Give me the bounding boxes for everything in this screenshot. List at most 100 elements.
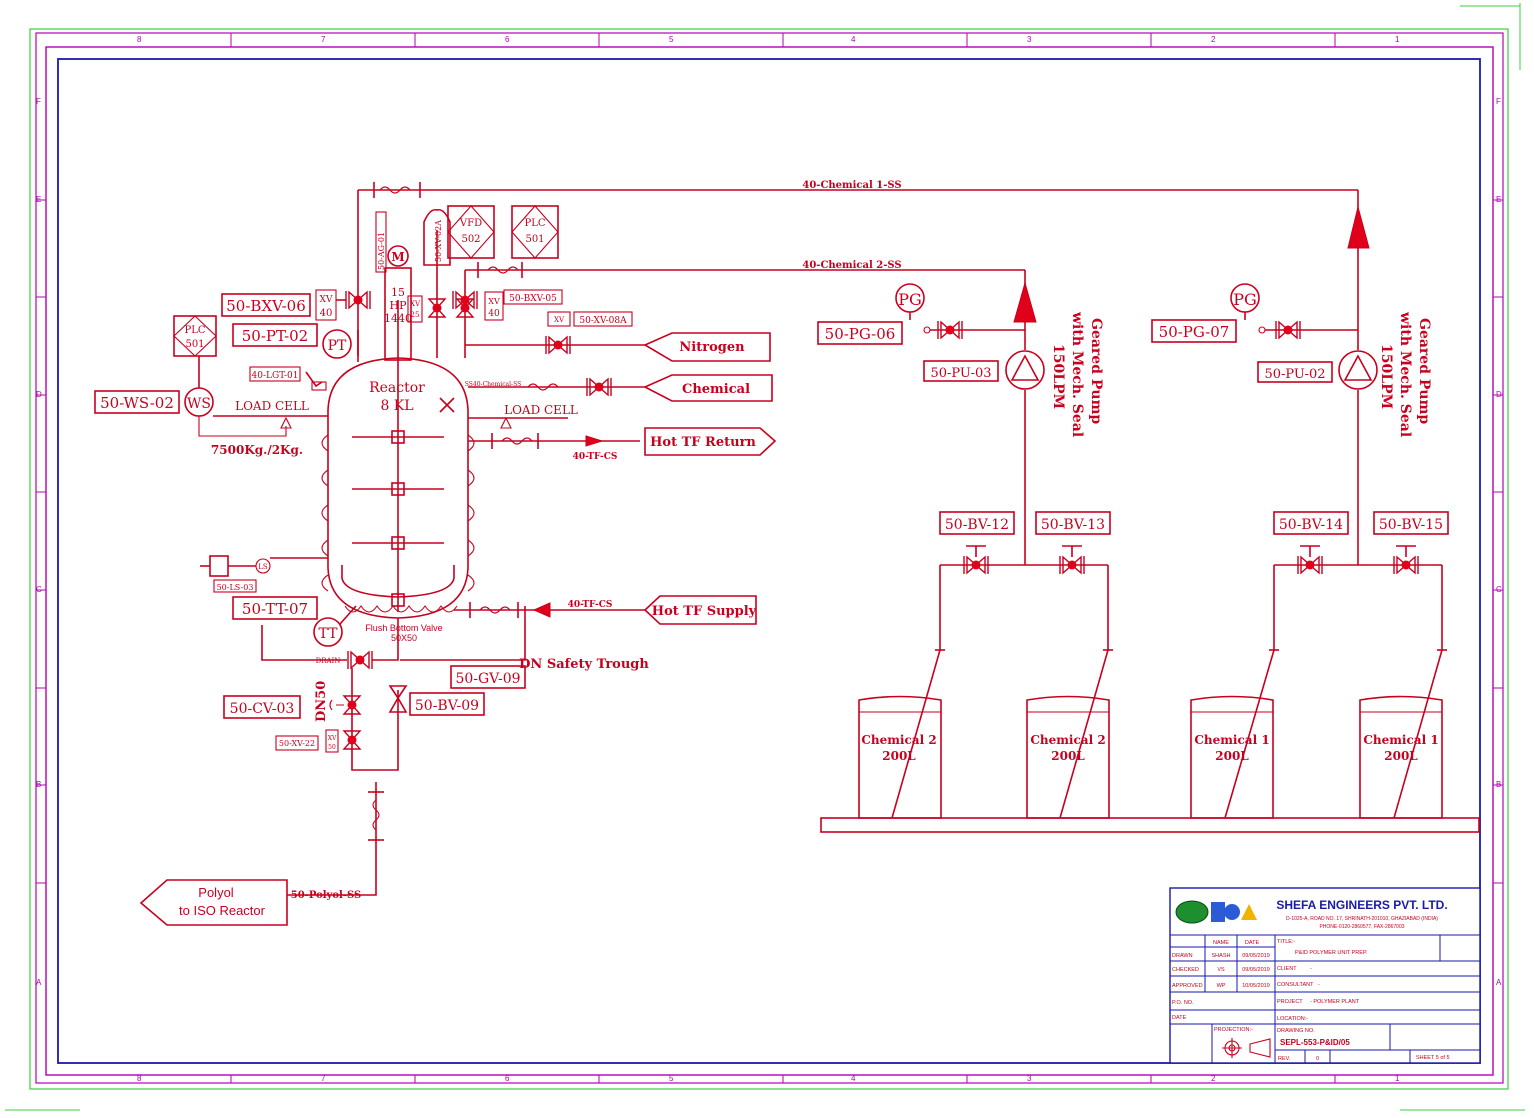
- grid-col-6-bottom: 6: [505, 1074, 510, 1083]
- drum-2: Chemical 2 200L: [1026, 695, 1110, 819]
- tag-xv22: 50-XV-22: [279, 739, 315, 748]
- tag-tt07: 50-TT-07: [242, 600, 308, 618]
- tb-consultant-label: CONSULTANT: [1277, 982, 1314, 988]
- tb-client-value: -: [1310, 966, 1312, 972]
- plc-label-left: PLC: [184, 325, 205, 336]
- tb-drawing-label: DRAWING NO.: [1277, 1028, 1315, 1034]
- tb-po-label: P.O. NO.: [1172, 1000, 1194, 1006]
- drum-1: Chemical 2 200L: [858, 695, 942, 819]
- flush-valve-size: 50X50: [391, 633, 417, 643]
- offpage-polyol-1: Polyol: [198, 885, 234, 900]
- offpage-hot-tf-return: Hot TF Return: [650, 435, 756, 450]
- tag-bxv06: 50-BXV-06: [226, 297, 305, 315]
- tag-gv09: 50-GV-09: [455, 671, 520, 687]
- drum-2-name: Chemical 2: [1030, 733, 1105, 747]
- reactor-left-instruments: 50-BXV-06 50-PT-02 PT 40-LGT-01 PLC 501 …: [94, 293, 359, 647]
- grid-row-d: D: [36, 390, 42, 399]
- drum-3-name: Chemical 1: [1194, 733, 1269, 747]
- drum-4: Chemical 1 200L: [1359, 695, 1443, 819]
- plc-number-left: 501: [185, 339, 204, 350]
- drum-area: Chemical 2 200L Chemical 2 200L Chemical…: [820, 695, 1480, 833]
- tb-drawn-date: 09/05/2019: [1242, 953, 1270, 959]
- xv-label-left: XV: [320, 295, 333, 305]
- tag-bv14: 50-BV-14: [1279, 517, 1343, 533]
- grid-row-e: E: [36, 195, 41, 204]
- pump1-desc-1: Geared Pump: [1088, 318, 1104, 424]
- tb-row-drawn: DRAWN: [1172, 953, 1193, 959]
- tb-row-checked: CHECKED: [1172, 967, 1199, 973]
- drain-label: DRAIN: [316, 657, 341, 665]
- grid-col-4: 4: [851, 35, 856, 44]
- load-cell-left: LOAD CELL: [235, 399, 309, 413]
- drum-3-volume: 200L: [1215, 749, 1249, 763]
- grid-row-f-right: F: [1496, 97, 1501, 106]
- reactor-bottom-outlet: Flush Bottom Valve 50X50 DRAIN DN Safety…: [139, 606, 649, 926]
- tag-ag01: 50-AG-01: [377, 232, 386, 270]
- pg-symbol-1: PG: [898, 290, 922, 309]
- drum-2-volume: 200L: [1051, 749, 1085, 763]
- vfd-number: 502: [461, 234, 480, 245]
- tb-col-date: DATE: [1245, 940, 1260, 946]
- xv-label-n2: XV: [554, 316, 565, 324]
- reactor-right-connections: XV 50-XV-08A Nitrogen SS40-Chemical-SS C…: [454, 311, 777, 625]
- company-address-2: PHONE-0120-2860577, FAX-2867003: [1319, 924, 1404, 930]
- grid-col-5: 5: [669, 35, 674, 44]
- tb-drawing-no: SEPL-553-P&ID/05: [1280, 1038, 1350, 1047]
- grid-col-7-bottom: 7: [321, 1074, 326, 1083]
- ws-symbol: WS: [187, 396, 211, 412]
- grid-row-e-right: E: [1496, 195, 1501, 204]
- tb-consultant-value: -: [1318, 982, 1320, 988]
- tag-bv09: 50-BV-09: [415, 698, 479, 714]
- drum-1-volume: 200L: [882, 749, 916, 763]
- tag-pg06: 50-PG-06: [825, 325, 896, 343]
- tb-title-value: P&ID POLYMER UNIT PREP.: [1295, 950, 1368, 956]
- tag-bv12: 50-BV-12: [945, 517, 1009, 533]
- xv-number-mid: 25: [411, 311, 420, 319]
- pump2-desc-3: 150LPM: [1378, 344, 1394, 409]
- offpage-polyol-2: to ISO Reactor: [179, 903, 266, 918]
- flush-valve-label: Flush Bottom Valve: [365, 623, 442, 633]
- tb-project-value: - POLYMER PLANT: [1310, 999, 1360, 1005]
- company-logo: [1175, 900, 1257, 924]
- xv-number-left: 40: [320, 308, 333, 319]
- grid-col-1: 1: [1395, 35, 1400, 44]
- sheet-border: 8 7 6 5 4 3 2 1 8 7 6 5 4 3 2 1 F E D C …: [5, 3, 1525, 1111]
- drum-3: Chemical 1 200L: [1190, 695, 1274, 819]
- tag-ws02: 50-WS-02: [100, 394, 174, 412]
- tb-approved-date: 10/05/2019: [1242, 983, 1270, 989]
- tt-symbol: TT: [319, 626, 339, 642]
- pt-symbol: PT: [328, 338, 347, 354]
- pump-set-chemical-1: PG 50-PG-07 50-PU-02 Geared Pump with Me…: [1151, 190, 1449, 819]
- grid-row-a: A: [36, 978, 42, 987]
- grid-col-3: 3: [1027, 35, 1032, 44]
- tb-date-label: DATE: [1172, 1015, 1187, 1021]
- motor-hp-unit: HP: [390, 299, 408, 312]
- tag-ls03: 50-LS-03: [217, 583, 254, 592]
- tb-project-label: PROJECT: [1277, 999, 1303, 1005]
- tag-pu03: 50-PU-03: [930, 366, 991, 381]
- offpage-hot-tf-supply: Hot TF Supply: [652, 604, 757, 619]
- drum-4-name: Chemical 1: [1363, 733, 1438, 747]
- grid-col-2: 2: [1211, 35, 1216, 44]
- load-cell-right: LOAD CELL: [504, 403, 578, 417]
- reactor-name: Reactor: [369, 380, 425, 396]
- tag-cv03: 50-CV-03: [230, 701, 295, 717]
- grid-col-5-bottom: 5: [669, 1074, 674, 1083]
- grid-col-6: 6: [505, 35, 510, 44]
- xv-label-mid: XV: [410, 300, 421, 308]
- grid-col-7: 7: [321, 35, 326, 44]
- line-chem1: 40-Chemical 1-SS: [802, 180, 901, 191]
- tag-pg07: 50-PG-07: [1159, 323, 1230, 341]
- company-name: SHEFA ENGINEERS PVT. LTD.: [1276, 898, 1447, 912]
- tag-lgt01: 40-LGT-01: [252, 371, 299, 381]
- xv-number-bottom: 50: [328, 744, 336, 751]
- tb-checked-name: VS: [1217, 967, 1225, 973]
- pump2-desc-1: Geared Pump: [1416, 318, 1432, 424]
- vfd-label: VFD: [459, 218, 482, 229]
- xv-label-bottom: XV: [328, 735, 337, 742]
- offpage-nitrogen: Nitrogen: [679, 340, 745, 355]
- motor-symbol: M: [391, 250, 404, 264]
- tb-projection-label: PROJECTION:-: [1214, 1027, 1253, 1033]
- dn50-label: DN50: [314, 681, 329, 722]
- grid-col-8-bottom: 8: [137, 1074, 142, 1083]
